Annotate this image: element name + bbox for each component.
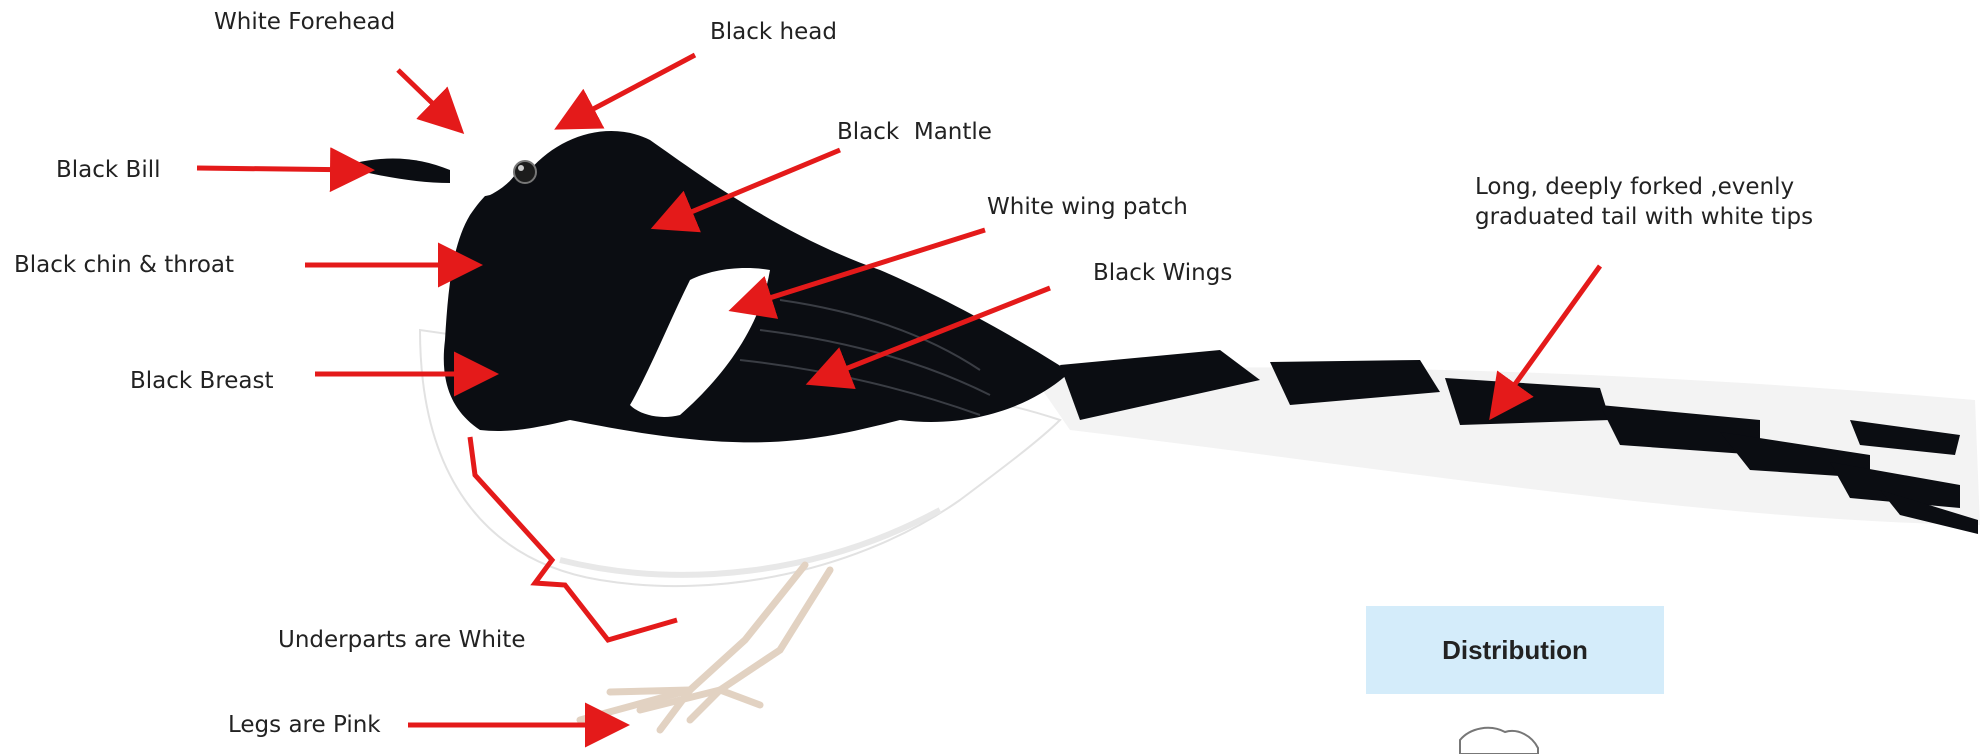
label-black-chin-throat: Black chin & throat (14, 250, 234, 280)
distribution-box: Distribution (1366, 606, 1664, 694)
arrow-black-bill (197, 168, 365, 170)
label-black-breast: Black Breast (130, 366, 274, 396)
map-outline-icon (1460, 728, 1538, 754)
label-black-mantle: Black Mantle (837, 117, 992, 147)
arrow-white-forehead (398, 70, 457, 127)
legs (580, 565, 830, 730)
label-tail: Long, deeply forked ,evenly graduated ta… (1475, 172, 1885, 232)
eye (514, 161, 536, 183)
label-white-forehead: White Forehead (214, 7, 395, 37)
distribution-title: Distribution (1442, 635, 1588, 666)
label-legs: Legs are Pink (228, 710, 381, 740)
label-white-wing-patch: White wing patch (987, 192, 1188, 222)
label-underparts: Underparts are White (278, 625, 525, 655)
tail (1030, 350, 1980, 534)
bill (355, 159, 450, 183)
arrow-black-head (563, 55, 695, 125)
label-black-wings: Black Wings (1093, 258, 1232, 288)
label-black-head: Black head (710, 17, 837, 47)
label-black-bill: Black Bill (56, 155, 161, 185)
